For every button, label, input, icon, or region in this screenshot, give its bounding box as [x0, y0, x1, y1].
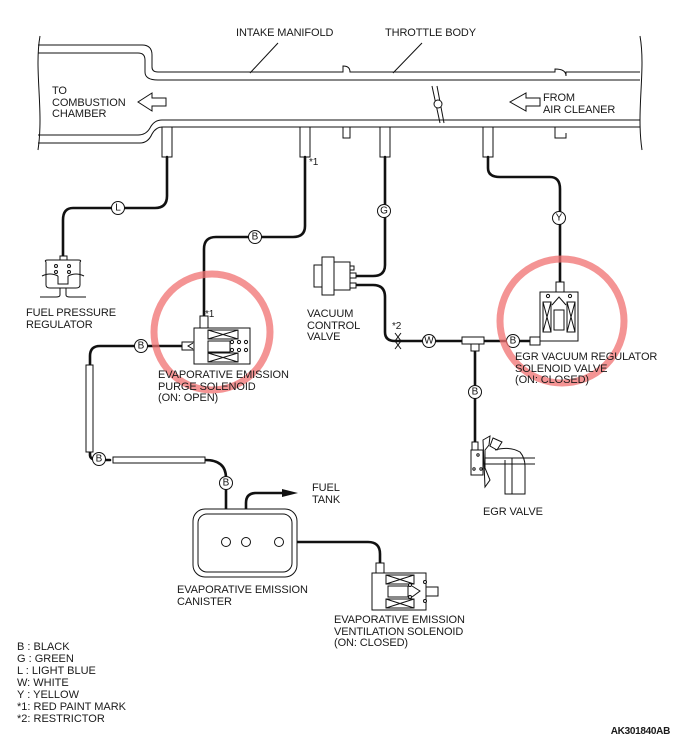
highlight-purge-solenoid [150, 270, 274, 394]
label-intake-manifold: INTAKE MANIFOLD [236, 27, 334, 39]
egr-valve-icon [470, 435, 535, 495]
hose-purge-side [88, 344, 188, 367]
svg-text:B: B [96, 454, 103, 465]
ventilation-solenoid-icon [371, 562, 439, 611]
throttle-plate-icon [431, 85, 445, 124]
tag-egr-reg-top: Y [552, 211, 566, 225]
restrictor-icon [394, 332, 402, 350]
throttle-body-leader [392, 42, 423, 74]
svg-text:B: B [472, 387, 479, 398]
legend-item: G : GREEN [17, 653, 74, 665]
purge-solenoid-icon [181, 315, 251, 365]
tag-restrictor-line: W [422, 334, 436, 348]
label-purge-solenoid: EVAPORATIVE EMISSION PURGE SOLENOID (ON:… [158, 369, 289, 404]
svg-text:Y: Y [556, 213, 563, 224]
egr-vacuum-regulator-icon [529, 281, 579, 346]
vacuum-control-valve-icon [313, 256, 357, 296]
intake-manifold-leader [249, 42, 279, 74]
hose-restrictor [353, 283, 464, 343]
label-fuel-pressure-regulator: FUEL PRESSURE REGULATOR [26, 307, 116, 331]
arrow-to-combustion-icon [137, 92, 167, 112]
mark-restrictor: *2 [392, 321, 402, 332]
intake-pipe [37, 35, 643, 158]
tag-purge-top: B [248, 230, 262, 244]
arrow-from-air-cleaner-icon [508, 92, 541, 112]
fuel-tank-arrow-icon [282, 489, 298, 497]
svg-text:B: B [138, 341, 145, 352]
label-egr-valve: EGR VALVE [483, 506, 543, 518]
hose-egr-reg-top [486, 155, 562, 285]
label-ventilation-solenoid: EVAPORATIVE EMISSION VENTILATION SOLENOI… [334, 614, 465, 649]
legend-item: *1: RED PAINT MARK [17, 701, 127, 713]
hose-ventilation [282, 540, 382, 567]
label-vacuum-control-valve: VACUUM CONTROL VALVE [307, 308, 361, 343]
legend-item: *2: RESTRICTOR [17, 713, 105, 725]
label-canister: EVAPORATIVE EMISSION CANISTER [177, 584, 308, 608]
label-egr-vacuum-regulator: EGR VACUUM REGULATOR SOLENOID VALVE (ON:… [515, 351, 658, 386]
svg-text:G: G [380, 206, 388, 217]
label-from-air-cleaner: FROM AIR CLEANER [543, 92, 616, 116]
tag-egr-valve-line: B [468, 385, 482, 399]
tag-purge-side: B [134, 339, 148, 353]
tag-fpr: L [111, 201, 125, 215]
svg-text:B: B [252, 232, 259, 243]
highlight-egr-regulator [496, 255, 628, 387]
mark-red-paint-2: *1 [205, 309, 215, 320]
canister-icon [192, 508, 298, 578]
label-throttle-body: THROTTLE BODY [385, 27, 476, 39]
svg-text:L: L [115, 203, 121, 214]
svg-text:W: W [424, 336, 434, 347]
svg-text:B: B [223, 478, 230, 489]
hose-fuel-tank [244, 491, 284, 542]
tag-vcv: G [377, 204, 391, 218]
legend-item: B : BLACK [17, 641, 70, 653]
legend-item: W: WHITE [17, 677, 69, 689]
tag-left-lower: B [92, 452, 106, 466]
tag-canister-in: B [219, 476, 233, 490]
color-legend: B : BLACK G : GREEN L : LIGHT BLUE W: WH… [17, 641, 126, 725]
legend-item: L : LIGHT BLUE [17, 665, 96, 677]
fuel-pressure-regulator-icon [40, 255, 86, 298]
label-fuel-tank: FUEL TANK [312, 482, 341, 506]
legend-item: Y : YELLOW [17, 689, 79, 701]
mark-red-paint-1: *1 [309, 157, 319, 168]
hose-vcv-top [353, 155, 387, 278]
label-to-combustion-chamber: TO COMBUSTION CHAMBER [52, 85, 126, 120]
svg-text:B: B [510, 336, 517, 347]
figure-code: AK301840AB [610, 726, 671, 737]
